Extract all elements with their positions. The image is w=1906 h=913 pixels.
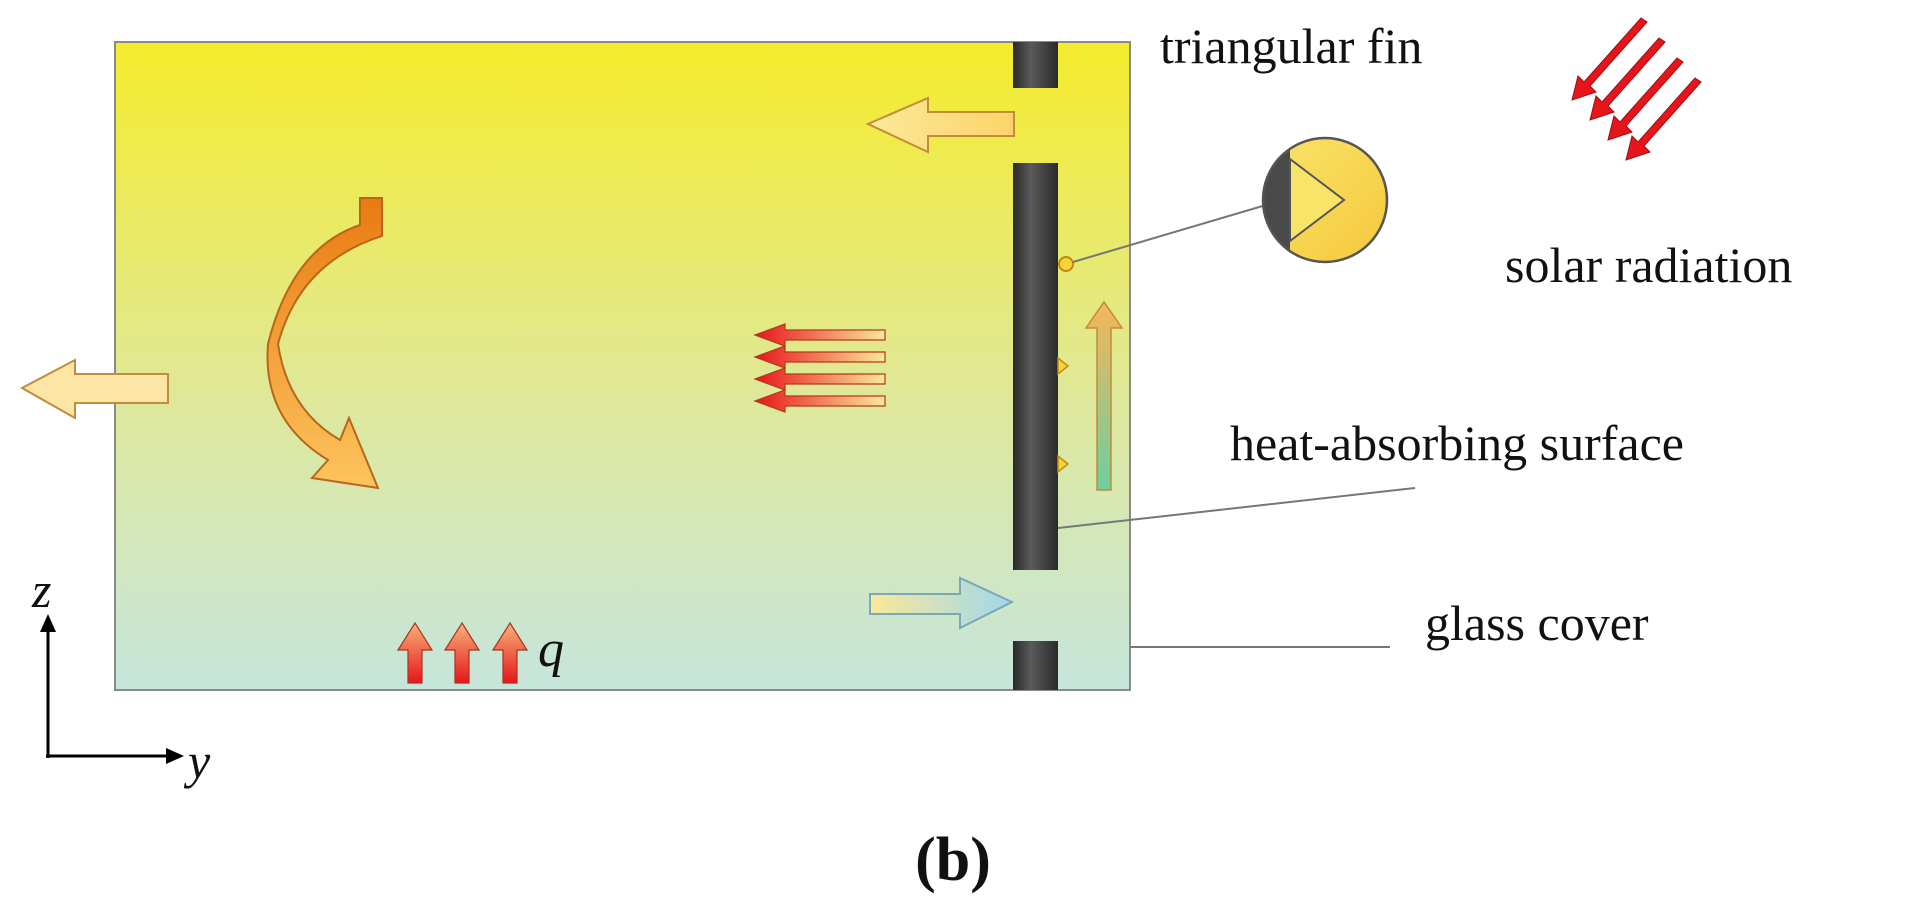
z-axis-label: z xyxy=(31,562,51,618)
convective-arrow xyxy=(753,345,886,369)
solar-radiation-arrows xyxy=(1571,17,1702,161)
wall-bottom-segment xyxy=(1013,641,1058,690)
z-axis-arrowhead xyxy=(40,614,56,632)
upper-outlet-arrow xyxy=(865,96,1015,154)
fin-leader-line xyxy=(1072,204,1267,263)
solar-ray xyxy=(1589,37,1666,121)
rising-airflow-arrow xyxy=(1084,300,1124,491)
y-axis-arrowhead xyxy=(166,748,184,764)
convective-heat-arrows xyxy=(753,323,886,413)
convective-arrow xyxy=(753,323,886,347)
convective-arrow xyxy=(753,389,886,413)
glass-cover-label: glass cover xyxy=(1425,595,1649,651)
coordinate-axes xyxy=(40,614,184,764)
heat-flux-label: q xyxy=(538,621,564,678)
wall-top-segment xyxy=(1013,42,1058,88)
circulation-arrow xyxy=(266,197,383,490)
fin-marker-circle xyxy=(1058,256,1074,272)
solar-ray xyxy=(1607,57,1684,141)
heat-flux-arrows xyxy=(396,621,529,684)
y-axis-label: y xyxy=(183,733,211,789)
fin-marker-triangle xyxy=(1057,454,1070,474)
heat-absorbing-wall xyxy=(1013,163,1058,570)
fin-detail-circle xyxy=(1261,136,1389,264)
left-outlet-arrow xyxy=(19,358,169,420)
heat-absorbing-surface-label: heat-absorbing surface xyxy=(1230,415,1684,471)
solar-ray xyxy=(1571,17,1648,101)
subfigure-label: (b) xyxy=(915,826,991,894)
heat-flux-arrow xyxy=(396,621,434,684)
heat-flux-arrow xyxy=(491,621,529,684)
inlet-arrow xyxy=(869,576,1015,630)
triangular-fin-label: triangular fin xyxy=(1160,18,1422,74)
fin-marker-triangle xyxy=(1057,356,1070,376)
solar-ray xyxy=(1625,77,1702,161)
convective-arrow xyxy=(753,367,886,391)
solar-radiation-label: solar radiation xyxy=(1505,237,1792,293)
surface-leader-line xyxy=(1057,487,1416,529)
heat-flux-arrow xyxy=(443,621,481,684)
